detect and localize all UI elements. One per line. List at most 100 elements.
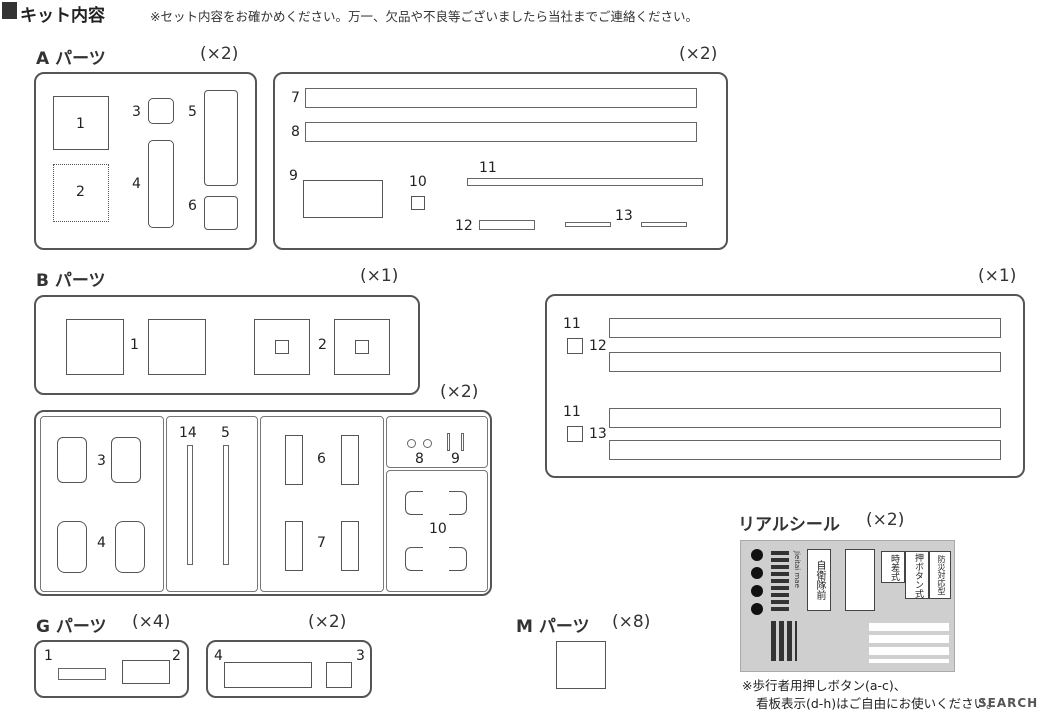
- footer-note-line-2: 看板表示(d-h)はご自由にお使いください。: [756, 696, 999, 711]
- g-part-number: 1: [44, 648, 53, 664]
- g-parts-frame-2: 4 3: [206, 640, 372, 698]
- b-part-number: 8: [415, 451, 424, 467]
- a-part-6-shape: [204, 196, 238, 230]
- b-part-number: 11: [563, 316, 581, 332]
- b-lower-cell-4: 8 9: [386, 416, 488, 468]
- b-part-13-rail: [609, 440, 1001, 460]
- section-g-label: G パーツ: [36, 617, 107, 637]
- decal-button-icon: [751, 549, 763, 561]
- section-m-label: M パーツ: [516, 617, 590, 637]
- b-part-number: 2: [318, 337, 327, 353]
- b-part-10-shape: [449, 547, 467, 571]
- a-part-13-shape: [641, 222, 687, 227]
- a-part-number: 6: [188, 198, 197, 214]
- b-part-5-shape: [223, 445, 229, 565]
- b-part-number: 13: [589, 426, 607, 442]
- b-lower-cell-1: 3 4: [40, 416, 164, 592]
- a-part-number: 1: [76, 116, 85, 132]
- a-part-12-shape: [479, 220, 535, 230]
- a-part-number: 8: [291, 124, 300, 140]
- b-part-11-shape: [567, 338, 583, 354]
- a-part-2-shape: [53, 164, 109, 222]
- a-part-number: 12: [455, 218, 473, 234]
- header-block-icon: [2, 2, 17, 19]
- b-part-10-shape: [405, 547, 423, 571]
- b-part-number: 11: [563, 404, 581, 420]
- g-part-4-shape: [224, 662, 312, 688]
- b-parts-right-frame: 11 12 11 13: [545, 294, 1025, 478]
- section-g-mult: (×4): [132, 612, 171, 632]
- a-part-number: 13: [615, 208, 633, 224]
- section-g-mult-2: (×2): [308, 612, 347, 632]
- b-part-9-shape: [447, 433, 450, 451]
- b-part-number: 12: [589, 338, 607, 354]
- b-part-2-shape: [254, 319, 310, 375]
- b-parts-top-frame: 1 2: [34, 295, 420, 395]
- b-part-1-shape: [66, 319, 124, 375]
- section-a-mult-right: (×2): [679, 44, 718, 64]
- g-part-3-shape: [326, 662, 352, 688]
- a-parts-left-frame: 1 2 3 4 5 6: [34, 72, 257, 250]
- b-part-12-rail: [609, 318, 1001, 338]
- watermark-text: SEARCH: [978, 696, 1039, 710]
- a-part-4-shape: [148, 140, 174, 228]
- b-lower-cell-3: 6 7: [260, 416, 384, 592]
- a-part-8-rail: [305, 122, 697, 142]
- b-part-10-shape: [405, 491, 423, 515]
- section-b-mult-top: (×1): [360, 266, 399, 286]
- section-b-mult-lower: (×2): [440, 382, 479, 402]
- b-part-4-shape: [57, 521, 87, 573]
- b-part-7-shape: [285, 521, 303, 571]
- b-part-11-shape: [567, 426, 583, 442]
- g-part-number: 2: [172, 648, 181, 664]
- a-part-9-shape: [303, 180, 383, 218]
- section-decal-label: リアルシール: [738, 515, 840, 535]
- decal-small-signs: [869, 623, 949, 663]
- b-part-number: 7: [317, 535, 326, 551]
- b-part-number: 1: [130, 337, 139, 353]
- b-part-2-shape: [334, 319, 390, 375]
- b-lower-cell-2: 14 5: [166, 416, 258, 592]
- a-part-number: 4: [132, 176, 141, 192]
- section-b-label: B パーツ: [36, 271, 106, 291]
- decal-grid-graphic: [771, 621, 797, 661]
- section-decal-mult: (×2): [866, 510, 905, 530]
- b-part-10-shape: [449, 491, 467, 515]
- a-part-1-shape: [53, 96, 109, 150]
- b-part-number: 10: [429, 521, 447, 537]
- decal-stripe-graphic: [771, 551, 789, 611]
- decal-sign-2: 時差式: [881, 551, 905, 583]
- decal-button-icon: [751, 567, 763, 579]
- b-parts-lower-frame: 3 4 14 5 6 7 8 9 10: [34, 410, 492, 596]
- b-part-12-rail: [609, 352, 1001, 372]
- b-part-3-shape: [57, 437, 87, 483]
- a-part-number: 5: [188, 104, 197, 120]
- b-part-4-shape: [115, 521, 145, 573]
- g-part-number: 4: [214, 648, 223, 664]
- decal-button-icon: [751, 603, 763, 615]
- b-part-number: 6: [317, 451, 326, 467]
- a-part-number: 11: [479, 160, 497, 176]
- b-part-8-shape: [407, 439, 416, 448]
- a-parts-right-frame: 7 8 9 10 11 12 13: [273, 72, 728, 250]
- section-b-mult-right: (×1): [978, 266, 1017, 286]
- a-part-number: 2: [76, 184, 85, 200]
- decal-sign-1: 自衛隊前: [807, 549, 831, 611]
- a-part-11-rail: [467, 178, 703, 186]
- decal-blank-panel: [845, 549, 875, 611]
- a-part-number: 7: [291, 90, 300, 106]
- a-part-number: 3: [132, 104, 141, 120]
- b-part-1-shape: [148, 319, 206, 375]
- b-part-6-shape: [341, 435, 359, 485]
- b-lower-cell-5: 10: [386, 470, 488, 592]
- header-note: ※セット内容をお確かめください。万一、欠品や不良等ございましたら当社までご連絡く…: [150, 9, 698, 24]
- b-part-9-shape: [461, 433, 464, 451]
- b-part-number: 3: [97, 453, 106, 469]
- g-part-2-shape: [122, 660, 170, 684]
- section-a-mult-left: (×2): [200, 44, 239, 64]
- decal-sign-1-roman: Jieitai mae: [793, 551, 801, 588]
- b-part-number: 9: [451, 451, 460, 467]
- decal-sheet-image: 自衛隊前 Jieitai mae 時差式 押ボタン式 防災対応型: [740, 540, 955, 672]
- a-part-3-shape: [148, 98, 174, 124]
- b-part-3-shape: [111, 437, 141, 483]
